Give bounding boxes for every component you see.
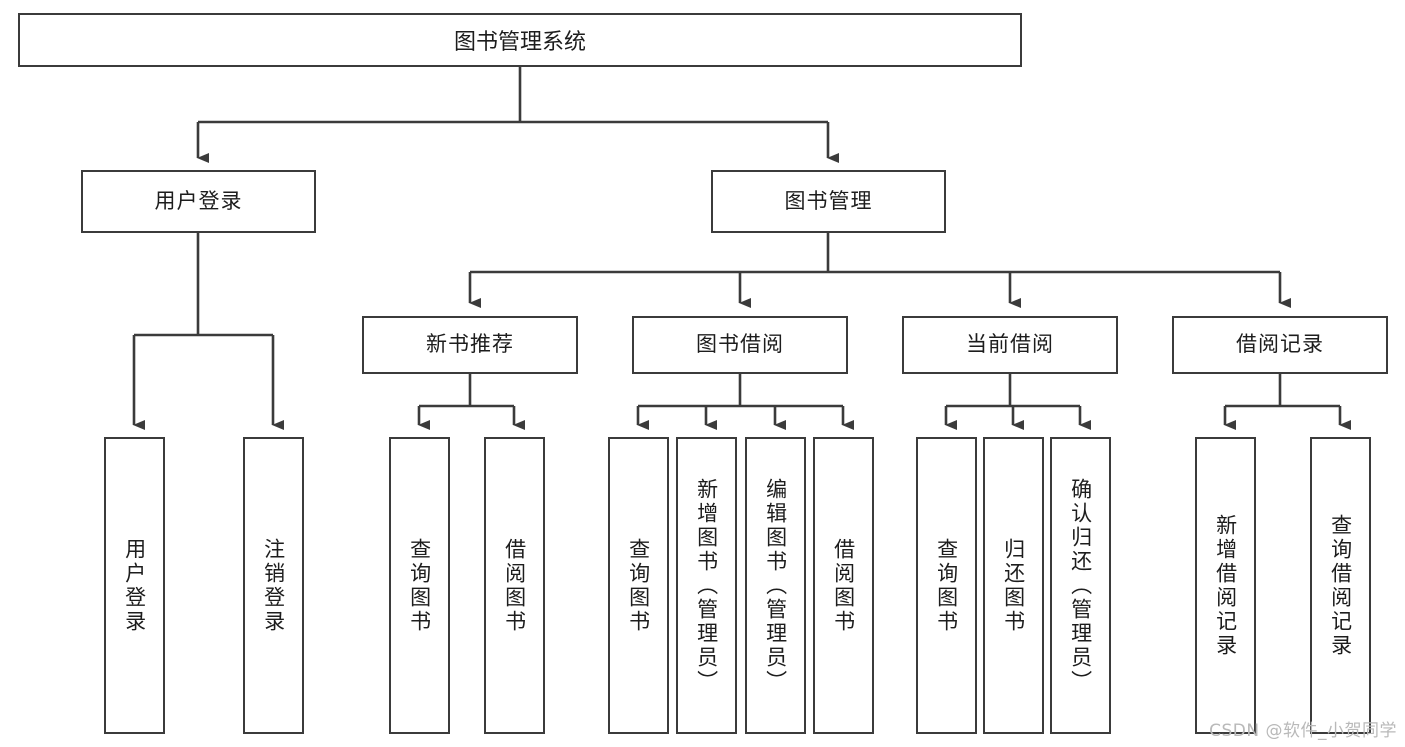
leaf-new-book-query[interactable]: 查询图书 — [389, 437, 450, 734]
node-label: 查询图书 — [934, 537, 959, 634]
leaf-book-borrow-query[interactable]: 查询图书 — [608, 437, 669, 734]
node-label: 借阅记录 — [1236, 332, 1324, 357]
node-label: 新增图书（管理员） — [694, 477, 719, 694]
node-label: 当前借阅 — [966, 332, 1054, 357]
leaf-book-borrow-add[interactable]: 新增图书（管理员） — [676, 437, 737, 734]
node-label: 用户登录 — [154, 188, 243, 213]
node-user-login[interactable]: 用户登录 — [81, 170, 316, 233]
leaf-user-login-login[interactable]: 用户登录 — [104, 437, 165, 734]
node-label: 新书推荐 — [426, 332, 514, 357]
leaf-current-borrow-confirm-return[interactable]: 确认归还（管理员） — [1050, 437, 1111, 734]
leaf-current-borrow-return[interactable]: 归还图书 — [983, 437, 1044, 734]
node-label: 编辑图书（管理员） — [763, 477, 788, 694]
node-label: 查询图书 — [626, 537, 651, 634]
watermark-text: CSDN @软件_小贺同学 — [1209, 721, 1397, 741]
node-book-management[interactable]: 图书管理 — [711, 170, 946, 233]
leaf-borrow-record-query[interactable]: 查询借阅记录 — [1310, 437, 1371, 734]
node-current-borrow[interactable]: 当前借阅 — [902, 316, 1118, 374]
node-label: 借阅图书 — [831, 537, 856, 634]
node-label: 查询图书 — [407, 537, 432, 634]
leaf-user-login-logout[interactable]: 注销登录 — [243, 437, 304, 734]
leaf-current-borrow-query[interactable]: 查询图书 — [916, 437, 977, 734]
node-label: 归还图书 — [1001, 537, 1026, 634]
node-label: 查询借阅记录 — [1328, 513, 1353, 658]
node-label: 图书管理系统 — [453, 30, 586, 55]
node-label: 图书管理 — [784, 188, 873, 213]
node-label: 借阅图书 — [502, 537, 527, 634]
leaf-book-borrow-edit[interactable]: 编辑图书（管理员） — [745, 437, 806, 734]
node-book-borrow[interactable]: 图书借阅 — [632, 316, 848, 374]
leaf-borrow-record-add[interactable]: 新增借阅记录 — [1195, 437, 1256, 734]
node-borrow-record[interactable]: 借阅记录 — [1172, 316, 1388, 374]
node-label: 注销登录 — [261, 537, 286, 634]
node-new-book-recommend[interactable]: 新书推荐 — [362, 316, 578, 374]
node-label: 用户登录 — [122, 537, 147, 634]
leaf-new-book-borrow[interactable]: 借阅图书 — [484, 437, 545, 734]
node-label: 图书借阅 — [696, 332, 784, 357]
node-root-book-management-system[interactable]: 图书管理系统 — [18, 13, 1022, 67]
leaf-book-borrow-borrow[interactable]: 借阅图书 — [813, 437, 874, 734]
node-label: 确认归还（管理员） — [1068, 477, 1093, 694]
node-label: 新增借阅记录 — [1213, 513, 1238, 658]
